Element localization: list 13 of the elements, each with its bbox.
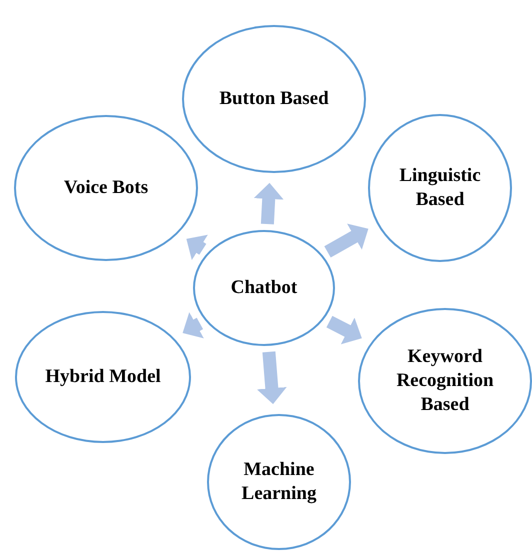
node-label: Voice Bots — [64, 176, 148, 200]
node-label: Machine Learning — [240, 458, 318, 506]
node-label: Button Based — [219, 87, 329, 111]
node-label: Hybrid Model — [45, 365, 161, 389]
block-arrow — [182, 312, 204, 338]
block-arrow — [254, 182, 284, 224]
node-label: Chatbot — [230, 276, 298, 300]
block-arrow — [326, 316, 362, 344]
node-label: Linguistic Based — [398, 164, 482, 212]
node-label: Keyword Recognition Based — [395, 345, 495, 417]
block-arrow — [256, 351, 287, 404]
block-arrow — [186, 234, 208, 260]
block-arrow — [324, 224, 368, 258]
